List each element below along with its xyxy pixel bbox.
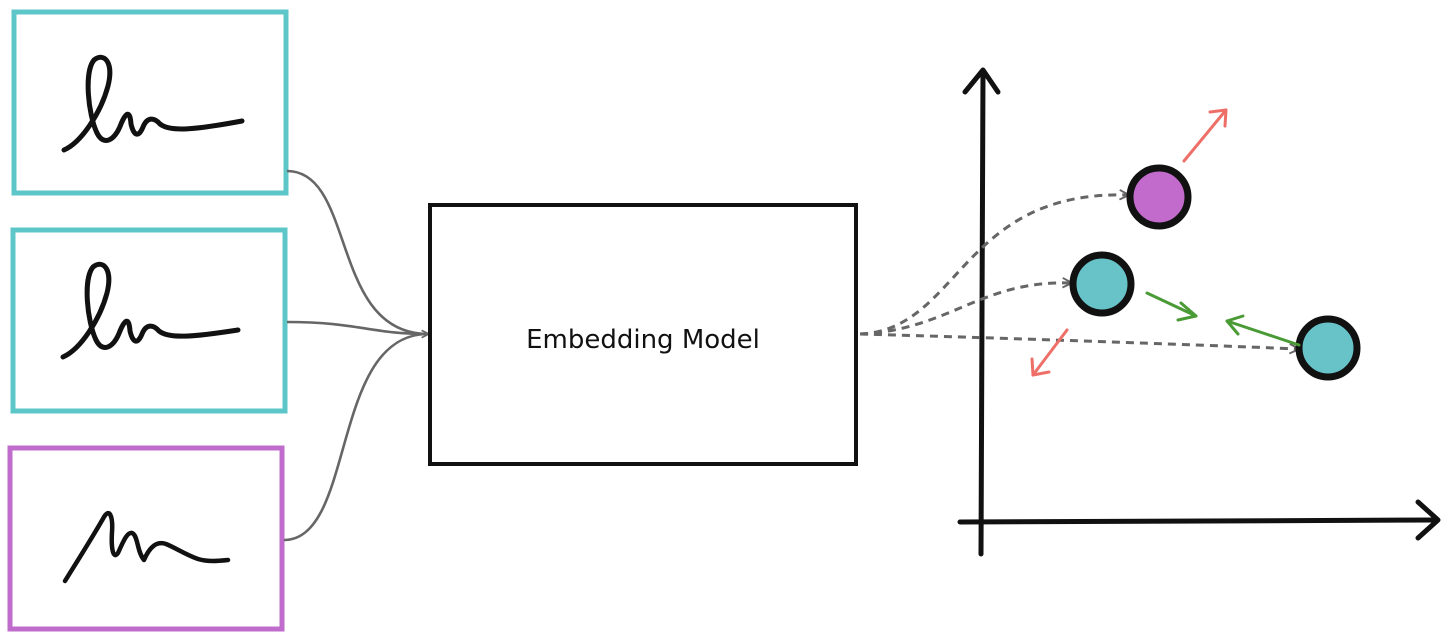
push-arrow-forged <box>1182 108 1228 163</box>
signature-icon <box>60 261 241 360</box>
embedding-point-genuine <box>1295 315 1361 381</box>
push-arrow-genuine <box>1031 328 1069 377</box>
model-label: Embedding Model <box>526 325 760 355</box>
input-card-genuine-1 <box>11 9 289 196</box>
pull-arrow-genuine-2 <box>1225 319 1301 347</box>
embedding-mapping-lines <box>859 195 1298 349</box>
pull-arrowhead <box>1225 314 1245 336</box>
mapping-line-genuine-1 <box>859 283 1071 336</box>
model-frame <box>428 203 858 466</box>
embedding-point-genuine <box>1069 251 1135 317</box>
card-frame <box>7 445 285 632</box>
pull-arrow-genuine-1 <box>1145 291 1198 318</box>
connector-line <box>286 320 428 334</box>
mapping-line-genuine-2 <box>859 332 1298 349</box>
embedding-model-box: Embedding Model <box>428 203 858 466</box>
input-connectors <box>283 169 428 542</box>
signature-icon <box>61 54 245 153</box>
signature-icon <box>62 510 231 584</box>
x-axis <box>957 517 1439 525</box>
x-axis-arrowhead <box>1415 499 1441 541</box>
connector-line <box>283 334 428 542</box>
push-away-arrows <box>1030 108 1228 377</box>
connector-line <box>286 169 428 334</box>
mapping-line-forged <box>859 195 1128 336</box>
input-card-genuine-2 <box>10 227 288 414</box>
card-frame <box>11 9 289 196</box>
pull-arrowhead <box>1176 301 1198 322</box>
push-arrowhead <box>1208 108 1228 128</box>
y-axis <box>978 69 986 557</box>
embedding-point-forged <box>1126 164 1192 230</box>
card-frame <box>10 227 288 414</box>
embedding-space-axes <box>957 67 1441 557</box>
y-axis-arrowhead <box>962 67 1001 95</box>
embedding-points <box>1069 164 1361 381</box>
push-arrowhead <box>1030 357 1051 377</box>
pull-together-arrows <box>1145 291 1301 347</box>
input-card-forged <box>7 445 285 632</box>
